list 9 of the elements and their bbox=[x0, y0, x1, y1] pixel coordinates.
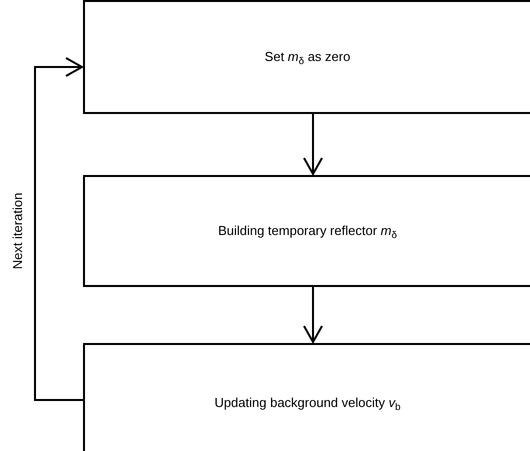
process-box bbox=[83, 343, 530, 451]
arrow bbox=[34, 57, 83, 401]
arrow bbox=[303, 114, 323, 175]
box-text: Set m$_{δ}$ as zero bbox=[264, 48, 352, 67]
box-text: Building temporary reflector m$_{δ}$ bbox=[217, 222, 398, 241]
arrow bbox=[303, 287, 323, 343]
box-text: Updating background velocity v$_{b}$ bbox=[213, 394, 402, 413]
process-box bbox=[83, 0, 530, 114]
process-box bbox=[83, 175, 530, 287]
